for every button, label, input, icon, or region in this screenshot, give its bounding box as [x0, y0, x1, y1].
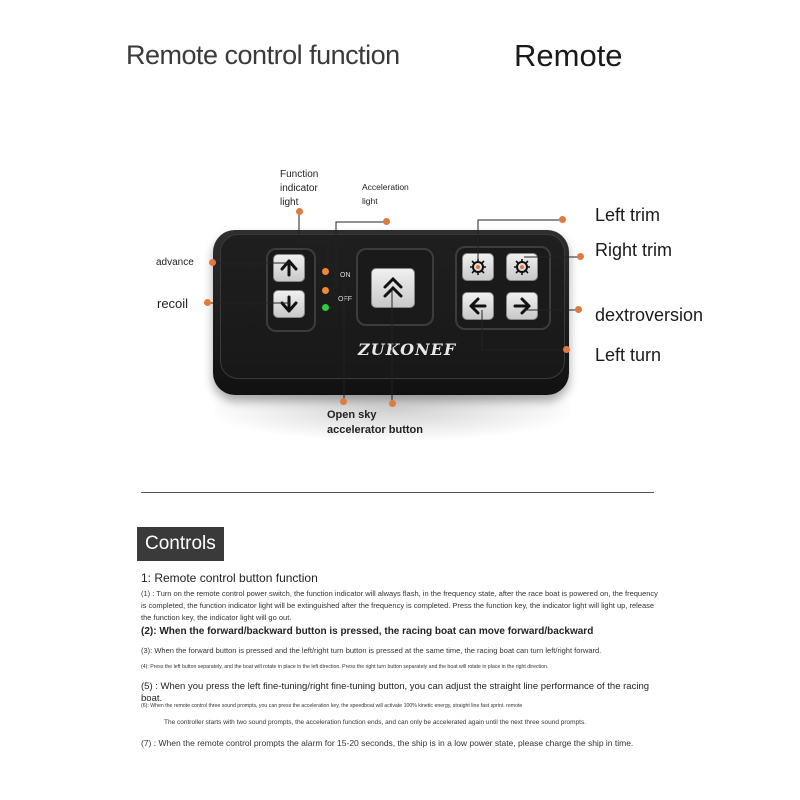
double-chevron-up-icon — [383, 276, 403, 298]
open-sky-label: Open sky accelerator button — [327, 409, 423, 436]
on-label: ON — [340, 272, 351, 279]
instruction-6: (6): When the remote control three sound… — [141, 703, 523, 709]
dextroversion-label: dextroversion — [595, 305, 704, 325]
arrow-left-icon — [469, 297, 487, 315]
left-trim-button[interactable] — [462, 253, 494, 281]
callout-dot — [296, 208, 303, 215]
callout-dot — [559, 216, 566, 223]
right-trim-button[interactable] — [506, 253, 538, 281]
page-title: Remote control function — [126, 40, 400, 70]
controls-heading: Controls — [137, 527, 224, 561]
function-indicator-light — [322, 287, 329, 294]
left-turn-label: Left turn — [595, 345, 662, 365]
instruction-6-continued: The controller starts with two sound pro… — [164, 719, 587, 726]
function-indicator-label: Function indicator light — [280, 169, 319, 208]
instruction-5: (5) : When you press the left fine-tunin… — [141, 681, 650, 704]
callout-dot — [563, 346, 570, 353]
recoil-button[interactable] — [273, 290, 305, 318]
instruction-1: (1) : Turn on the remote control power s… — [141, 589, 658, 622]
section-divider — [141, 492, 654, 493]
callout-dot — [389, 400, 396, 407]
brand-logo: ZUKONEF — [358, 340, 457, 359]
left-turn-button[interactable] — [462, 292, 494, 320]
instruction-7: (7) : When the remote control prompts th… — [141, 738, 634, 748]
off-label: OFF — [338, 296, 352, 303]
callout-dot — [340, 398, 347, 405]
right-turn-button[interactable] — [506, 292, 538, 320]
arrow-down-icon — [280, 295, 298, 313]
acceleration-light-label: Acceleration light — [362, 182, 409, 206]
product-title: Remote — [514, 38, 623, 73]
accelerator-button[interactable] — [371, 268, 415, 308]
callout-dot — [575, 306, 582, 313]
gear-icon — [514, 259, 530, 275]
accelerator-group — [356, 248, 434, 326]
callout-dot — [383, 218, 390, 225]
section-title: 1: Remote control button function — [141, 571, 318, 585]
callout-dot — [577, 253, 584, 260]
instruction-4: (4): Press the left button separately, a… — [141, 664, 549, 670]
recoil-label: recoil — [157, 296, 189, 311]
callout-dot — [209, 259, 216, 266]
callout-dot — [204, 299, 211, 306]
left-trim-label: Left trim — [595, 205, 661, 225]
right-trim-label: Right trim — [595, 240, 673, 260]
power-led — [322, 304, 329, 311]
instruction-3: (3): When the forward button is pressed … — [141, 646, 602, 655]
acceleration-light — [322, 268, 329, 275]
advance-label: advance — [156, 257, 194, 268]
advance-button[interactable] — [273, 254, 305, 282]
instruction-2: (2): When the forward/backward button is… — [141, 626, 594, 637]
